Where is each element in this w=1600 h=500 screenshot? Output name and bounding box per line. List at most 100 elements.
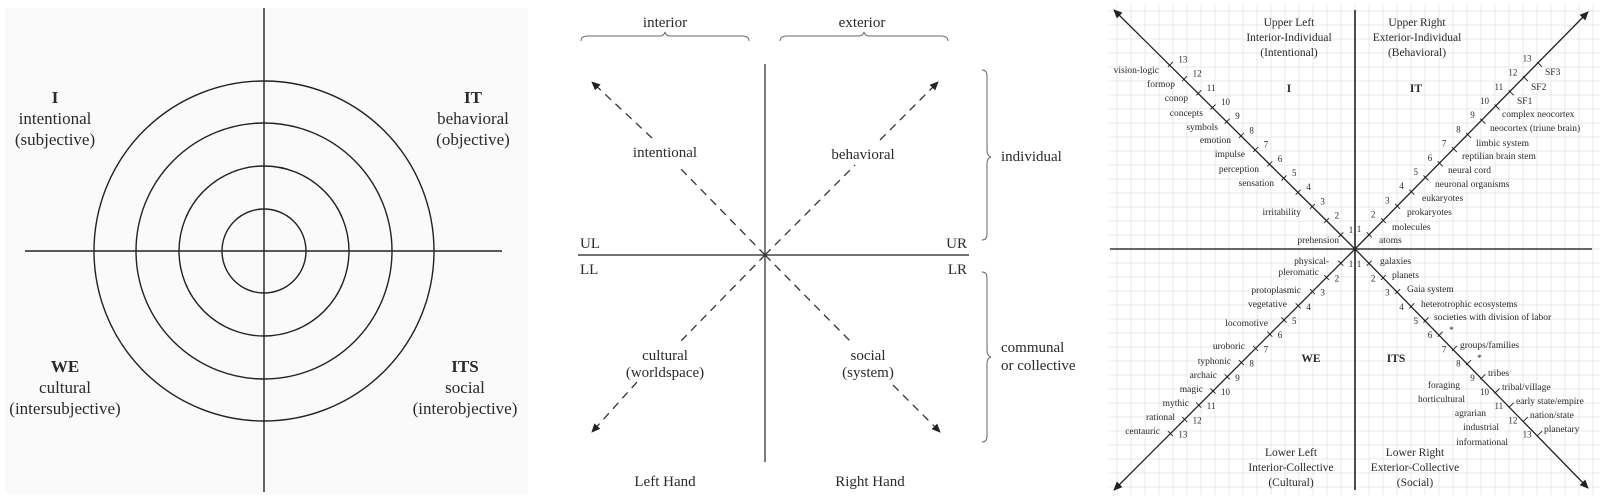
cultural-arrow [591, 381, 638, 433]
tick-number: 11 [1495, 401, 1504, 411]
tick-mark [1522, 75, 1529, 82]
tick-mark [1366, 260, 1373, 267]
tick-mark [1323, 217, 1330, 224]
tick-mark [1210, 388, 1216, 394]
intentional-arrow [591, 81, 653, 139]
level-label: neural cord [1448, 166, 1491, 176]
level-label: prokaryotes [1407, 208, 1452, 218]
tick-number: 3 [1385, 195, 1390, 205]
tick-mark [1266, 331, 1273, 338]
header-line: Interior-Individual [1246, 32, 1331, 44]
tick-number: 5 [1414, 167, 1419, 177]
tick-mark [1423, 175, 1429, 181]
level-label: atoms [1379, 236, 1402, 246]
level-label: physical- [1294, 257, 1329, 267]
tick-mark [1394, 203, 1401, 210]
tick-number: 12 [1193, 69, 1202, 79]
tick-mark [1437, 160, 1444, 167]
tick-number: 11 [1495, 82, 1504, 92]
tick-number: 12 [1193, 415, 1202, 425]
tick-number: 3 [1320, 196, 1325, 206]
tick-mark [1494, 388, 1500, 394]
tick-number: 6 [1278, 330, 1283, 340]
tick-number: 10 [1221, 387, 1231, 397]
tick-mark [1380, 217, 1387, 224]
level-label: complex neocortex [1502, 110, 1575, 120]
tick-mark [1366, 231, 1373, 238]
tick-number: 12 [1508, 68, 1517, 78]
tick-number: 12 [1508, 415, 1517, 425]
tick-mark [1508, 89, 1515, 96]
level-label: * [1449, 326, 1454, 336]
diagonal-tick-numbers: 1234567891011121312345678910111213123456… [1178, 53, 1532, 439]
tick-mark [1337, 260, 1344, 267]
tick-number: 7 [1442, 344, 1447, 354]
level-label: horticultural [1418, 395, 1465, 405]
tick-mark [1479, 373, 1486, 380]
header-line: (Behavioral) [1388, 47, 1446, 59]
header-line: (Intentional) [1260, 47, 1318, 59]
tick-mark [1309, 288, 1316, 295]
level-label: impulse [1215, 150, 1245, 160]
graph-paper-grid [1108, 5, 1600, 495]
tick-mark [1465, 359, 1472, 366]
tick-number: 7 [1442, 139, 1447, 149]
tick-number: 8 [1456, 359, 1461, 369]
lower-right-header: Lower Right Exterior-Collective (Social) [1371, 447, 1460, 489]
tick-mark [1181, 75, 1188, 82]
exterior-brace [779, 31, 949, 42]
level-label: symbols [1186, 123, 1218, 133]
level-label: magic [1180, 385, 1203, 395]
grid-quadrant-panel: Upper Left Interior-Individual (Intentio… [1108, 5, 1600, 495]
tick-mark [1238, 359, 1245, 366]
level-label: industrial [1463, 423, 1499, 433]
level-label: concepts [1170, 109, 1204, 119]
ul-corner-label: UL [580, 236, 600, 252]
quadrant-mode-interobjective: (interobjective) [413, 399, 518, 418]
level-label: sensation [1239, 179, 1275, 189]
level-label: molecules [1392, 223, 1431, 233]
tick-mark [1167, 61, 1174, 68]
system-label: (system) [842, 365, 894, 381]
tick-number: 13 [1178, 54, 1188, 64]
tick-number: 5 [1414, 316, 1419, 326]
quadrant-code-we: WE [51, 357, 79, 376]
lower-right-diagonal [1354, 248, 1589, 489]
tick-mark [1494, 104, 1500, 110]
behavioral-arrow [879, 81, 939, 141]
quadrant-mode-objective: (objective) [436, 130, 510, 149]
tick-number: 11 [1207, 83, 1216, 93]
tick-number: 6 [1428, 153, 1433, 163]
tick-mark [1295, 302, 1302, 309]
social-arrow [892, 384, 941, 433]
level-label: eukaryotes [1422, 194, 1463, 204]
behavioral-label: behavioral [831, 147, 894, 163]
level-label: agrarian [1455, 409, 1486, 419]
tick-number: 6 [1278, 154, 1283, 164]
tick-mark [1224, 118, 1231, 125]
level-label: conop [1165, 94, 1188, 104]
level-label: tribes [1488, 369, 1509, 379]
level-label: emotion [1200, 136, 1231, 146]
tick-mark [1295, 189, 1302, 196]
tick-mark [1451, 146, 1458, 153]
worldspace-label: (worldspace) [626, 365, 704, 381]
interior-brace [580, 31, 750, 42]
quadrant-mode-subjective: (subjective) [15, 130, 95, 149]
tick-number: 10 [1480, 96, 1490, 106]
ll-corner-label: LL [580, 262, 598, 278]
tick-mark [1181, 416, 1188, 423]
tick-mark [1252, 146, 1259, 153]
tick-number: 3 [1385, 288, 1390, 298]
upper-left-levels: prehension irritability sensation percep… [1114, 66, 1340, 246]
tick-number: 1 [1349, 225, 1354, 235]
individual-label: individual [1001, 149, 1062, 165]
level-label: irritability [1262, 208, 1301, 218]
upper-right-diagonal [1354, 11, 1589, 250]
ur-corner-label: UR [946, 236, 967, 252]
social-label: social [851, 348, 886, 364]
tick-number: 2 [1371, 210, 1376, 220]
exterior-label: exterior [839, 15, 886, 31]
interior-label: interior [643, 15, 687, 31]
tick-mark [1337, 231, 1344, 238]
